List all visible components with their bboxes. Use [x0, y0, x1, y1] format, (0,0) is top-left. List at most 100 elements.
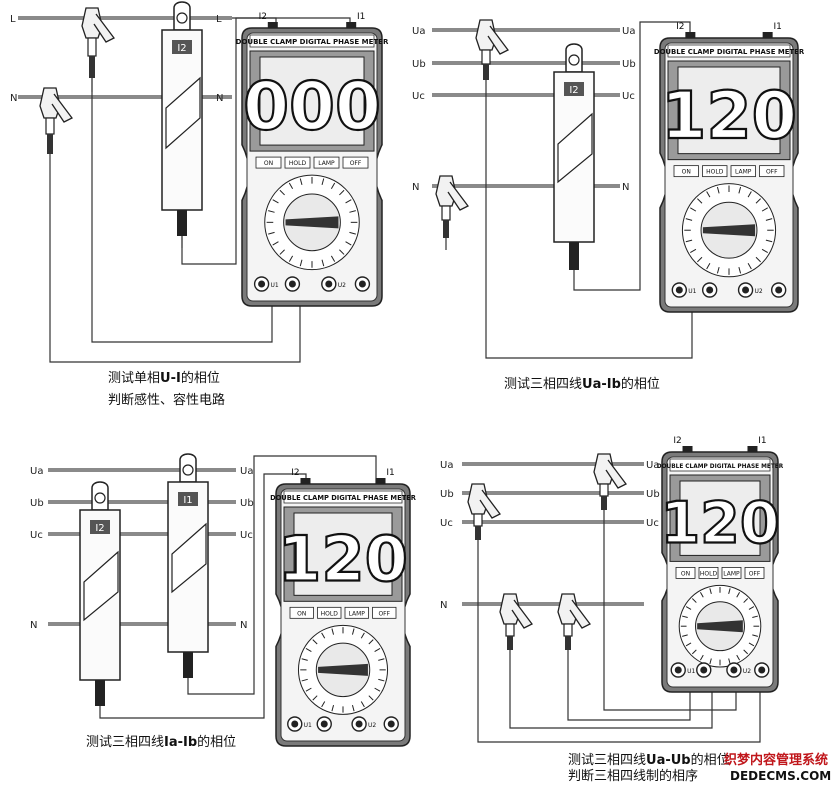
dial-tick [351, 628, 355, 635]
alligator-clip-icon [467, 483, 501, 540]
input-jack-core [742, 286, 750, 294]
current-clamp-icon: I2 [161, 1, 203, 248]
dial-tick [374, 648, 381, 653]
lcd-reading: 120 [278, 523, 408, 596]
button-hold [284, 156, 311, 169]
line-label-n-right: N [240, 620, 247, 631]
button-label-on: ON [682, 169, 691, 176]
dial-tick [368, 639, 374, 645]
dial-tick [305, 648, 312, 653]
line-label-ua-right: Ua [622, 26, 635, 37]
clamp-label-i2: I2 [177, 43, 186, 54]
dial-tick [288, 182, 294, 190]
brand-strip [667, 44, 791, 58]
dial-tick [736, 592, 741, 598]
jack-label-u1: U1 [304, 722, 312, 729]
dial-tick [360, 701, 365, 708]
lcd-reading: 120 [660, 490, 779, 556]
clamp-label-i1: I1 [183, 495, 192, 506]
button-label-on: ON [264, 160, 273, 167]
line-label-ub-right: Ub [240, 498, 254, 509]
alligator-clip-icon [593, 453, 627, 510]
line-label-ub: Ub [30, 498, 44, 509]
caption-panel-3: 测试三相四线Ia-Ib的相位 [86, 734, 236, 750]
rotary-pointer [702, 224, 756, 237]
dial-tick [682, 615, 688, 619]
port-i1 [346, 22, 357, 29]
dial-tick [752, 634, 758, 637]
jack-label-u2: U2 [368, 722, 376, 729]
button-off [744, 567, 765, 579]
port-i2 [267, 22, 278, 29]
dial-tick [685, 606, 692, 610]
jack-label-u1: U1 [687, 668, 695, 675]
line-label-ua: Ua [412, 26, 425, 37]
dial-tick [321, 632, 326, 639]
button-label-off: OFF [350, 160, 362, 167]
dial-tick [268, 210, 275, 213]
port-label-i2: I2 [259, 12, 267, 22]
line-label-l: L [10, 14, 16, 25]
dial-tick [716, 186, 720, 194]
lcd-screen [259, 56, 365, 146]
input-jack-core [775, 286, 783, 294]
dial-tick [699, 654, 704, 661]
dial-tick [330, 182, 336, 190]
port-label-i2: I2 [673, 436, 681, 446]
dial-tick [378, 658, 385, 661]
rotary-pointer [318, 663, 368, 676]
input-jack-core [706, 286, 714, 294]
input-jack-core [320, 720, 328, 728]
line-label-ua: Ua [440, 460, 453, 471]
input-jack-core [758, 666, 766, 674]
alligator-clip-icon [81, 7, 115, 92]
port-i2 [300, 478, 311, 485]
dial-tick [351, 705, 355, 712]
dial-tick [755, 256, 761, 263]
button-on [255, 156, 282, 169]
line-label-uc: Uc [440, 518, 453, 529]
dial-tick [268, 231, 275, 235]
line-label-uc-right: Uc [622, 91, 635, 102]
dial-tick [279, 189, 285, 196]
lcd-reading: 000 [243, 68, 381, 145]
dial-tick [321, 178, 325, 186]
alligator-clip-icon [557, 593, 591, 650]
panel-single-phase: L L N N I2 [10, 1, 389, 408]
line-label-n: N [10, 93, 17, 104]
dial-tick [743, 649, 749, 655]
button-on [673, 165, 699, 178]
meter-brand: DOUBLE CLAMP DIGITAL PHASE METER [657, 464, 784, 470]
input-jack-core [730, 666, 738, 674]
dial-tick [685, 239, 693, 243]
button-lamp [313, 156, 340, 169]
dial-tick [272, 241, 279, 246]
dial-tick [331, 705, 335, 712]
dial-tick [691, 598, 697, 603]
dial-tick [279, 249, 285, 255]
dial-tick [685, 218, 693, 221]
line-label-n-right: N [216, 93, 223, 104]
dial-tick [736, 654, 741, 661]
line-label-uc-right: Uc [646, 518, 659, 529]
dial-tick [312, 695, 318, 701]
button-hold [698, 567, 719, 579]
wire [573, 21, 691, 291]
wire [187, 455, 377, 695]
port-label-i1: I1 [386, 468, 394, 478]
line-label-n-right: N [622, 182, 629, 193]
dial-tick [748, 606, 755, 610]
brand-strip [249, 34, 375, 48]
dial-tick [368, 695, 374, 701]
dial-tick [299, 178, 303, 186]
input-jack-core [288, 280, 296, 288]
wire [49, 154, 301, 363]
line-label-ua-right: Ua [646, 460, 659, 471]
button-label-lamp: LAMP [318, 160, 335, 167]
dial-tick [765, 239, 773, 243]
wire [567, 650, 691, 721]
button-off [372, 606, 397, 619]
